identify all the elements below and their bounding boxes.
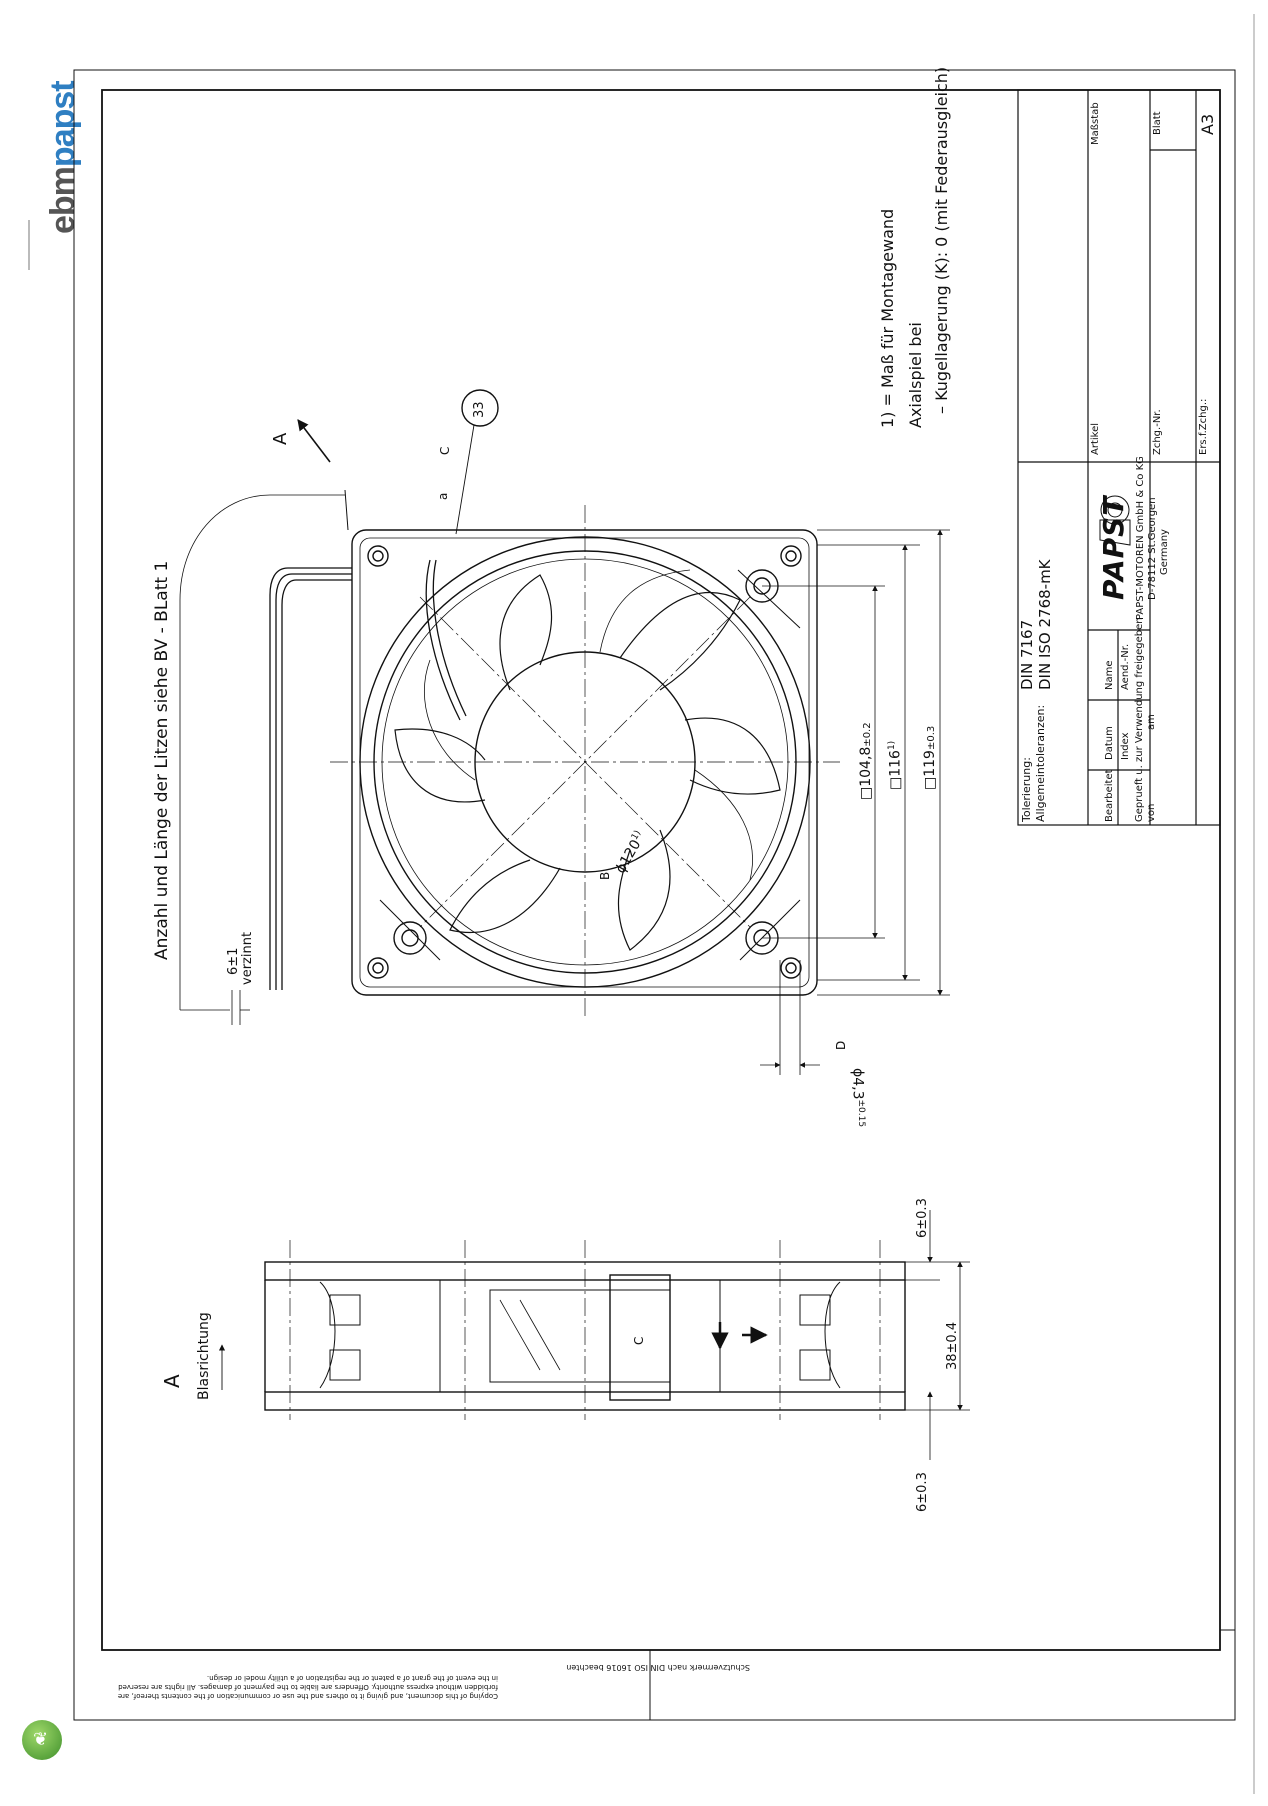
outer-frame [73,69,1236,1721]
lead-wires [269,567,352,990]
brand-divider [28,220,30,270]
page-edge-rule [1253,14,1255,1794]
leaf-icon: ❦ [33,1729,49,1750]
fan-side-view [218,1210,970,1460]
eco-badge-icon [22,1720,62,1760]
fan-front-view [179,389,950,1075]
balloon-33 [461,389,499,427]
drawing-frame [101,89,1221,1651]
title-block [1017,89,1221,826]
